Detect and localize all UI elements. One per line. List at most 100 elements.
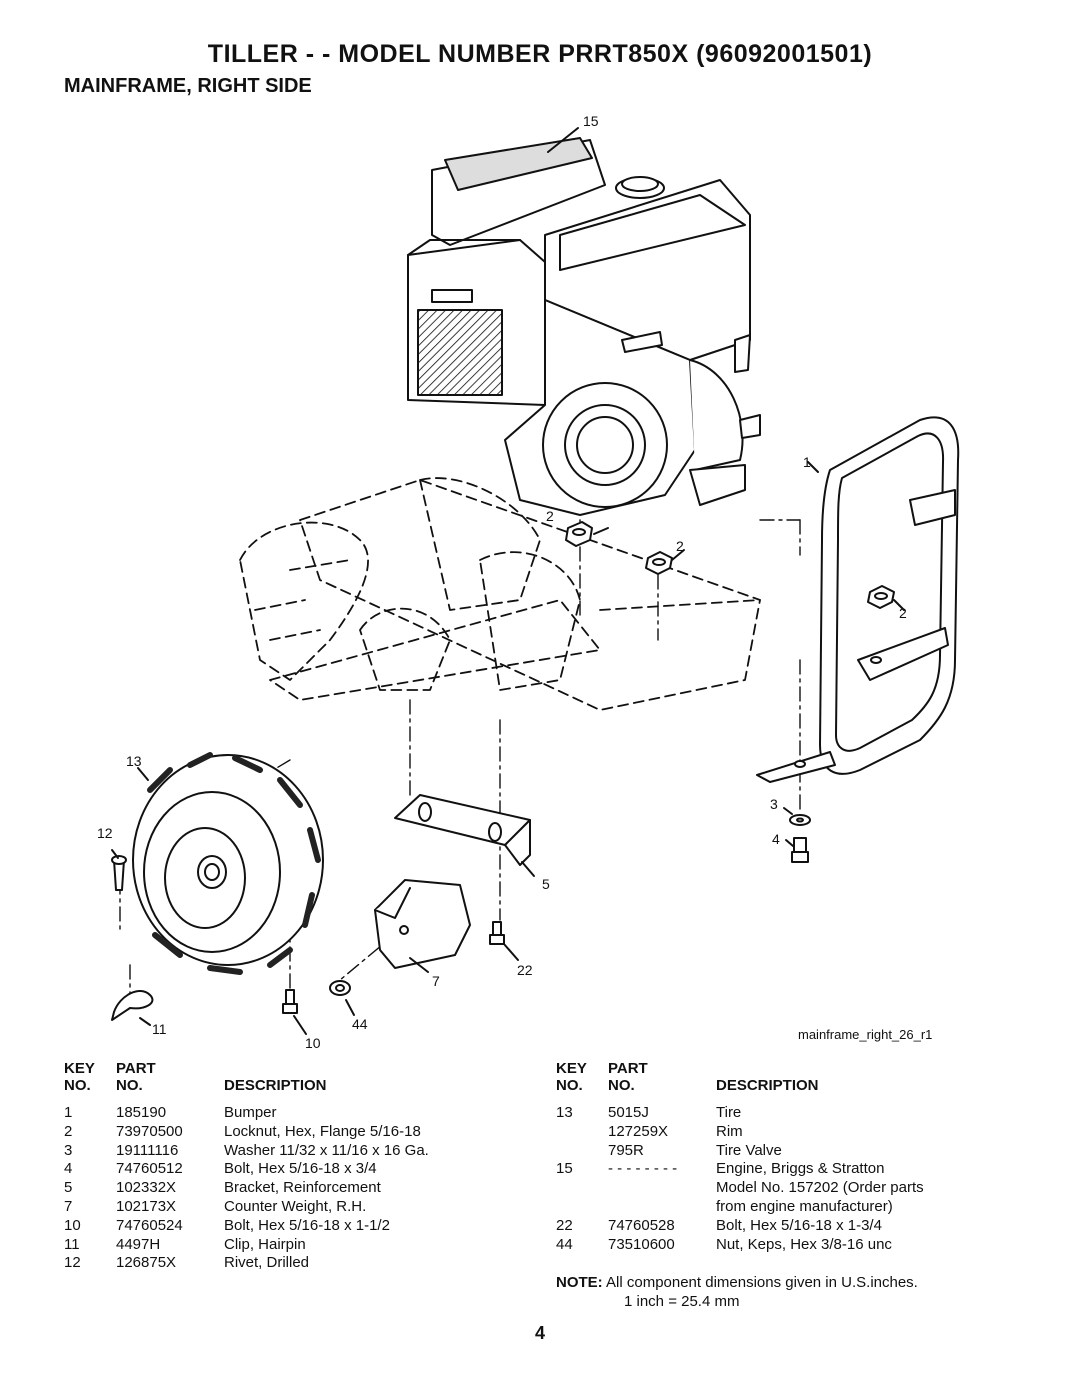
table-row: 2 73970500 Locknut, Hex, Flange 5/16-18 bbox=[64, 1123, 429, 1142]
table-row: 13 5015J Tire bbox=[556, 1104, 924, 1123]
key-no-cell: 4 bbox=[64, 1160, 73, 1178]
counter-weight bbox=[374, 879, 471, 973]
description-cell: Clip, Hairpin bbox=[224, 1235, 306, 1253]
description-cell: Bumper bbox=[224, 1104, 277, 1121]
table-row: 15- - - - - - - -Engine, Briggs & Stratt… bbox=[556, 1160, 924, 1179]
header-key-line1: KEY bbox=[556, 1060, 587, 1077]
header-description: DESCRIPTION bbox=[224, 1077, 327, 1094]
key-no-cell bbox=[556, 1123, 608, 1142]
header-key-line1: KEY bbox=[64, 1060, 95, 1077]
key-no-cell: 7 bbox=[64, 1197, 73, 1215]
table-row: from engine manufacturer) bbox=[556, 1198, 924, 1217]
part-no-cell: 19111116 bbox=[116, 1141, 179, 1159]
nut-and-bolt-10 bbox=[282, 980, 355, 1035]
description-cell: Bolt, Hex 5/16-18 x 1-3/4 bbox=[716, 1216, 882, 1234]
part-no-cell: 102173X bbox=[116, 1197, 177, 1215]
table-row: 44 73510600 Nut, Keps, Hex 3/8-16 unc bbox=[556, 1236, 924, 1255]
parts-table-left: KEY PART NO. NO. DESCRIPTION 1 185190 Bump… bbox=[64, 1060, 429, 1273]
tine-assembly-outline bbox=[239, 477, 761, 711]
part-no-cell bbox=[608, 1179, 716, 1198]
bolt-22 bbox=[489, 921, 519, 961]
table-row: 1 185190 Bumper bbox=[64, 1104, 429, 1123]
table-row: 22 74760528 Bolt, Hex 5/16-18 x 1-3/4 bbox=[556, 1217, 924, 1236]
callout-10: 10 bbox=[305, 1035, 321, 1051]
callout-4: 4 bbox=[772, 831, 780, 847]
callout-1: 1 bbox=[803, 454, 811, 470]
description-cell: Locknut, Hex, Flange 5/16-18 bbox=[224, 1122, 421, 1140]
callout-22: 22 bbox=[517, 962, 533, 978]
description-cell: Model No. 157202 (Order parts bbox=[716, 1179, 924, 1197]
key-no-cell: 3 bbox=[64, 1141, 73, 1159]
bumper-drawing bbox=[756, 416, 960, 783]
key-no-cell: 5 bbox=[64, 1179, 73, 1197]
description-cell: Nut, Keps, Hex 3/8-16 unc bbox=[716, 1235, 892, 1253]
description-cell: Tire Valve bbox=[716, 1141, 782, 1159]
part-no-cell: 73510600 bbox=[608, 1235, 675, 1253]
key-no-cell: 11 bbox=[64, 1235, 80, 1253]
description-cell: Counter Weight, R.H. bbox=[224, 1197, 367, 1215]
part-no-cell: 795R bbox=[608, 1141, 644, 1159]
parts-list-left: 1 185190 Bumper 2 73970500 Locknut, Hex, Flan… bbox=[64, 1104, 429, 1273]
description-cell: Rivet, Drilled bbox=[224, 1254, 310, 1272]
washer-and-bolt bbox=[783, 807, 811, 863]
part-no-cell: 5015J bbox=[608, 1104, 649, 1121]
header-key-line2: NO. bbox=[64, 1077, 91, 1094]
key-no-cell: 13 bbox=[556, 1104, 573, 1121]
table-row: 3 19111116 Washer 11/32 x 11/16 x 16 Ga. bbox=[64, 1142, 429, 1161]
table-row: 7 102173X Counter Weight, R.H. bbox=[64, 1198, 429, 1217]
callout-13: 13 bbox=[126, 753, 142, 769]
header-part-line1: PART bbox=[116, 1060, 156, 1077]
key-no-cell: 22 bbox=[556, 1216, 573, 1234]
part-no-cell: 185190 bbox=[116, 1104, 167, 1121]
callout-15: 15 bbox=[583, 113, 599, 129]
description-cell: Bolt, Hex 5/16-18 x 1-1/2 bbox=[224, 1216, 390, 1234]
note-label: NOTE: bbox=[556, 1274, 603, 1291]
callout-2c: 2 bbox=[899, 605, 907, 621]
description-cell: Rim bbox=[716, 1122, 743, 1140]
key-no-cell: 10 bbox=[64, 1216, 81, 1234]
callout-11: 11 bbox=[152, 1021, 167, 1037]
part-no-cell: 74760528 bbox=[608, 1216, 675, 1234]
section-title: MAINFRAME, RIGHT SIDE bbox=[64, 75, 312, 97]
callout-44: 44 bbox=[352, 1016, 368, 1032]
key-no-cell: 2 bbox=[64, 1122, 73, 1140]
part-no-cell: 4497H bbox=[116, 1235, 161, 1253]
part-no-cell: 74760512 bbox=[116, 1160, 183, 1178]
table-row: Model No. 157202 (Order parts bbox=[556, 1179, 924, 1198]
key-no-cell: 1 bbox=[64, 1104, 73, 1121]
callout-2b: 2 bbox=[676, 538, 684, 554]
part-no-cell: 127259X bbox=[608, 1122, 669, 1140]
header-part-line2: NO. bbox=[608, 1077, 635, 1094]
key-no-cell: 44 bbox=[556, 1235, 573, 1253]
header-part-line2: NO. bbox=[116, 1077, 143, 1094]
description-cell: from engine manufacturer) bbox=[716, 1197, 893, 1215]
description-cell: Bolt, Hex 5/16-18 x 3/4 bbox=[224, 1160, 377, 1178]
exploded-parts-diagram bbox=[111, 127, 960, 1035]
diagram-filename: mainframe_right_26_r1 bbox=[798, 1027, 933, 1042]
callout-7: 7 bbox=[432, 973, 440, 989]
wheel-tire bbox=[132, 752, 324, 975]
callout-5: 5 bbox=[542, 876, 550, 892]
engine-drawing bbox=[407, 127, 761, 516]
rivet-and-clip bbox=[111, 849, 154, 1026]
description-cell: Engine, Briggs & Stratton bbox=[716, 1160, 885, 1178]
note-conversion: 1 inch = 25.4 mm bbox=[624, 1293, 740, 1310]
dimension-note: NOTE: All component dimensions given in … bbox=[556, 1273, 918, 1311]
part-no-cell: 126875X bbox=[116, 1254, 177, 1272]
key-no-cell bbox=[556, 1142, 608, 1161]
table-row: 12 126875X Rivet, Drilled bbox=[64, 1254, 429, 1273]
description-cell: Washer 11/32 x 11/16 x 16 Ga. bbox=[224, 1141, 429, 1159]
part-no-cell: 73970500 bbox=[116, 1122, 183, 1140]
description-cell: Tire bbox=[716, 1104, 742, 1121]
reinforcement-bracket bbox=[394, 794, 535, 877]
note-text: All component dimensions given in U.S.in… bbox=[606, 1274, 918, 1291]
key-no-cell: 12 bbox=[64, 1254, 81, 1272]
callout-2a: 2 bbox=[546, 508, 554, 524]
description-cell: Bracket, Reinforcement bbox=[224, 1179, 381, 1197]
key-no-cell bbox=[556, 1179, 608, 1198]
callout-3: 3 bbox=[770, 796, 778, 812]
flange-nuts bbox=[565, 521, 905, 611]
